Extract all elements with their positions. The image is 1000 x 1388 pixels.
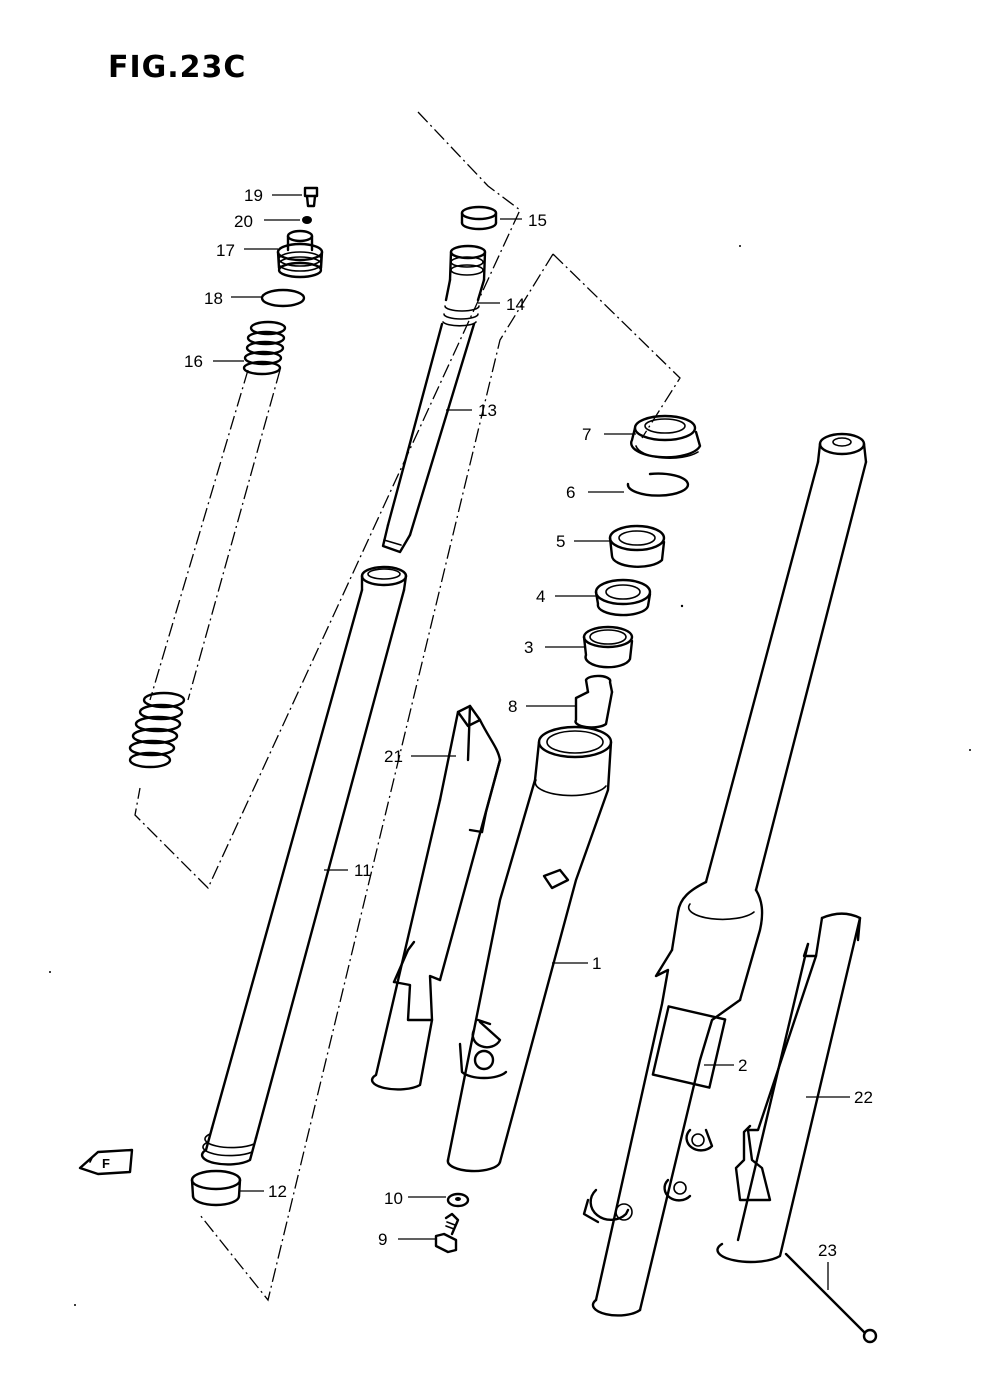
label-8: 8 <box>508 697 517 716</box>
scan-specks <box>49 245 971 1306</box>
part-5-oil-seal <box>608 524 666 568</box>
part-7-dust-seal <box>630 414 702 460</box>
part-19-bolt <box>303 186 319 208</box>
leader-lines <box>213 194 850 1290</box>
part-11-inner-tube <box>200 565 408 1166</box>
part-22-fork-cover <box>716 912 862 1264</box>
label-11: 11 <box>354 861 372 880</box>
part-13-damper-rod <box>381 244 487 554</box>
label-6: 6 <box>566 483 575 502</box>
part-10-washer <box>446 1192 470 1208</box>
label-13: 13 <box>478 401 497 420</box>
label-9: 9 <box>378 1230 387 1249</box>
part-8-oil-lock-piece <box>574 674 614 729</box>
group-outline-left <box>134 111 521 890</box>
label-15: 15 <box>528 211 547 230</box>
label-7: 7 <box>582 425 591 444</box>
front-mark: F <box>102 1156 110 1171</box>
part-15-bushing <box>460 205 498 231</box>
front-arrow-icon: F <box>78 1148 134 1176</box>
label-2: 2 <box>738 1056 747 1075</box>
part-1-outer-tube <box>446 725 613 1173</box>
label-3: 3 <box>524 638 533 657</box>
label-21: 21 <box>384 747 403 766</box>
part-10-washer-hole <box>455 1197 461 1201</box>
label-10: 10 <box>384 1189 403 1208</box>
figure-title: FIG.23C <box>108 50 247 85</box>
part-labels: 19 20 17 18 16 15 14 13 7 6 5 4 3 8 21 1… <box>184 186 873 1260</box>
part-20-washer <box>302 216 312 224</box>
part-12-bushing <box>190 1169 242 1207</box>
part-23-clip <box>784 1252 878 1344</box>
label-20: 20 <box>234 212 253 231</box>
part-9-screw <box>434 1212 460 1254</box>
label-18: 18 <box>204 289 223 308</box>
label-14: 14 <box>506 295 525 314</box>
label-5: 5 <box>556 532 565 551</box>
label-16: 16 <box>184 352 203 371</box>
label-19: 19 <box>244 186 263 205</box>
part-17-fork-cap <box>276 229 324 279</box>
part-4-washer <box>594 578 652 617</box>
label-12: 12 <box>268 1182 287 1201</box>
label-4: 4 <box>536 587 545 606</box>
label-17: 17 <box>216 241 235 260</box>
part-6-circlip <box>626 472 690 497</box>
label-23: 23 <box>818 1241 837 1260</box>
part-18-o-ring <box>260 288 306 308</box>
label-1: 1 <box>592 954 601 973</box>
label-22: 22 <box>854 1088 873 1107</box>
part-16-fork-spring <box>128 320 287 769</box>
group-outline-center <box>199 253 681 1302</box>
part-3-guide-bushing <box>582 625 634 669</box>
part-2-fork-assembly <box>582 432 868 1317</box>
